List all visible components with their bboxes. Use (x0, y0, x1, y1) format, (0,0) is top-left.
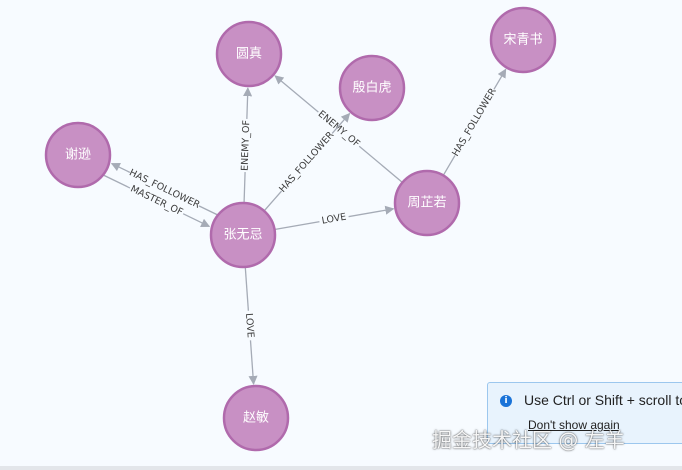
edge-label: HAS_FOLLOWER (450, 86, 499, 158)
edge-has-follower[interactable]: HAS_FOLLOWER (442, 68, 507, 176)
graph-node[interactable]: 谢逊 (44, 121, 112, 189)
edge-label-background (277, 129, 337, 196)
edge-has-follower[interactable]: HAS_FOLLOWER (263, 112, 351, 212)
edge-label: ENEMY_OF (240, 120, 253, 171)
graph-node[interactable]: 张无忌 (209, 201, 277, 269)
node-circle[interactable] (215, 20, 283, 88)
edge-label-background (449, 86, 500, 159)
edge-label: LOVE (321, 212, 347, 227)
node-circle[interactable] (393, 169, 461, 237)
info-icon: i (500, 395, 512, 407)
edge-label-background (127, 166, 202, 212)
watermark: 掘金技术社区 @ 左羊 (432, 428, 625, 452)
toast-message: Use Ctrl or Shift + scroll to (524, 392, 682, 408)
graph-node[interactable]: 宋青书 (489, 6, 557, 74)
node-circle[interactable] (338, 54, 406, 122)
dont-show-again-link[interactable]: Don't show again (528, 418, 620, 432)
edge-label: HAS_FOLLOWER (277, 129, 336, 194)
edge-enemy-of[interactable]: ENEMY_OF (239, 87, 253, 204)
node-circle[interactable] (44, 121, 112, 189)
edge-label-background (314, 107, 364, 151)
hint-toast: i Use Ctrl or Shift + scroll to Don't sh… (487, 382, 682, 444)
edge-label: LOVE (243, 313, 256, 338)
edge-label-background (318, 210, 350, 228)
node-circle[interactable] (209, 201, 277, 269)
bottom-divider (0, 466, 682, 470)
graph-node[interactable]: 周芷若 (393, 169, 461, 237)
graph-node[interactable]: 殷白虎 (338, 54, 406, 122)
graph-node[interactable]: 赵敏 (222, 384, 290, 452)
node-circle[interactable] (489, 6, 557, 74)
node-circle[interactable] (222, 384, 290, 452)
edge-love[interactable]: LOVE (242, 266, 258, 385)
edge-label-background (242, 310, 257, 341)
edge-label-background (239, 118, 253, 173)
edge-love[interactable]: LOVE (274, 205, 395, 231)
graph-node[interactable]: 圆真 (215, 20, 283, 88)
edge-label-background (127, 182, 186, 220)
